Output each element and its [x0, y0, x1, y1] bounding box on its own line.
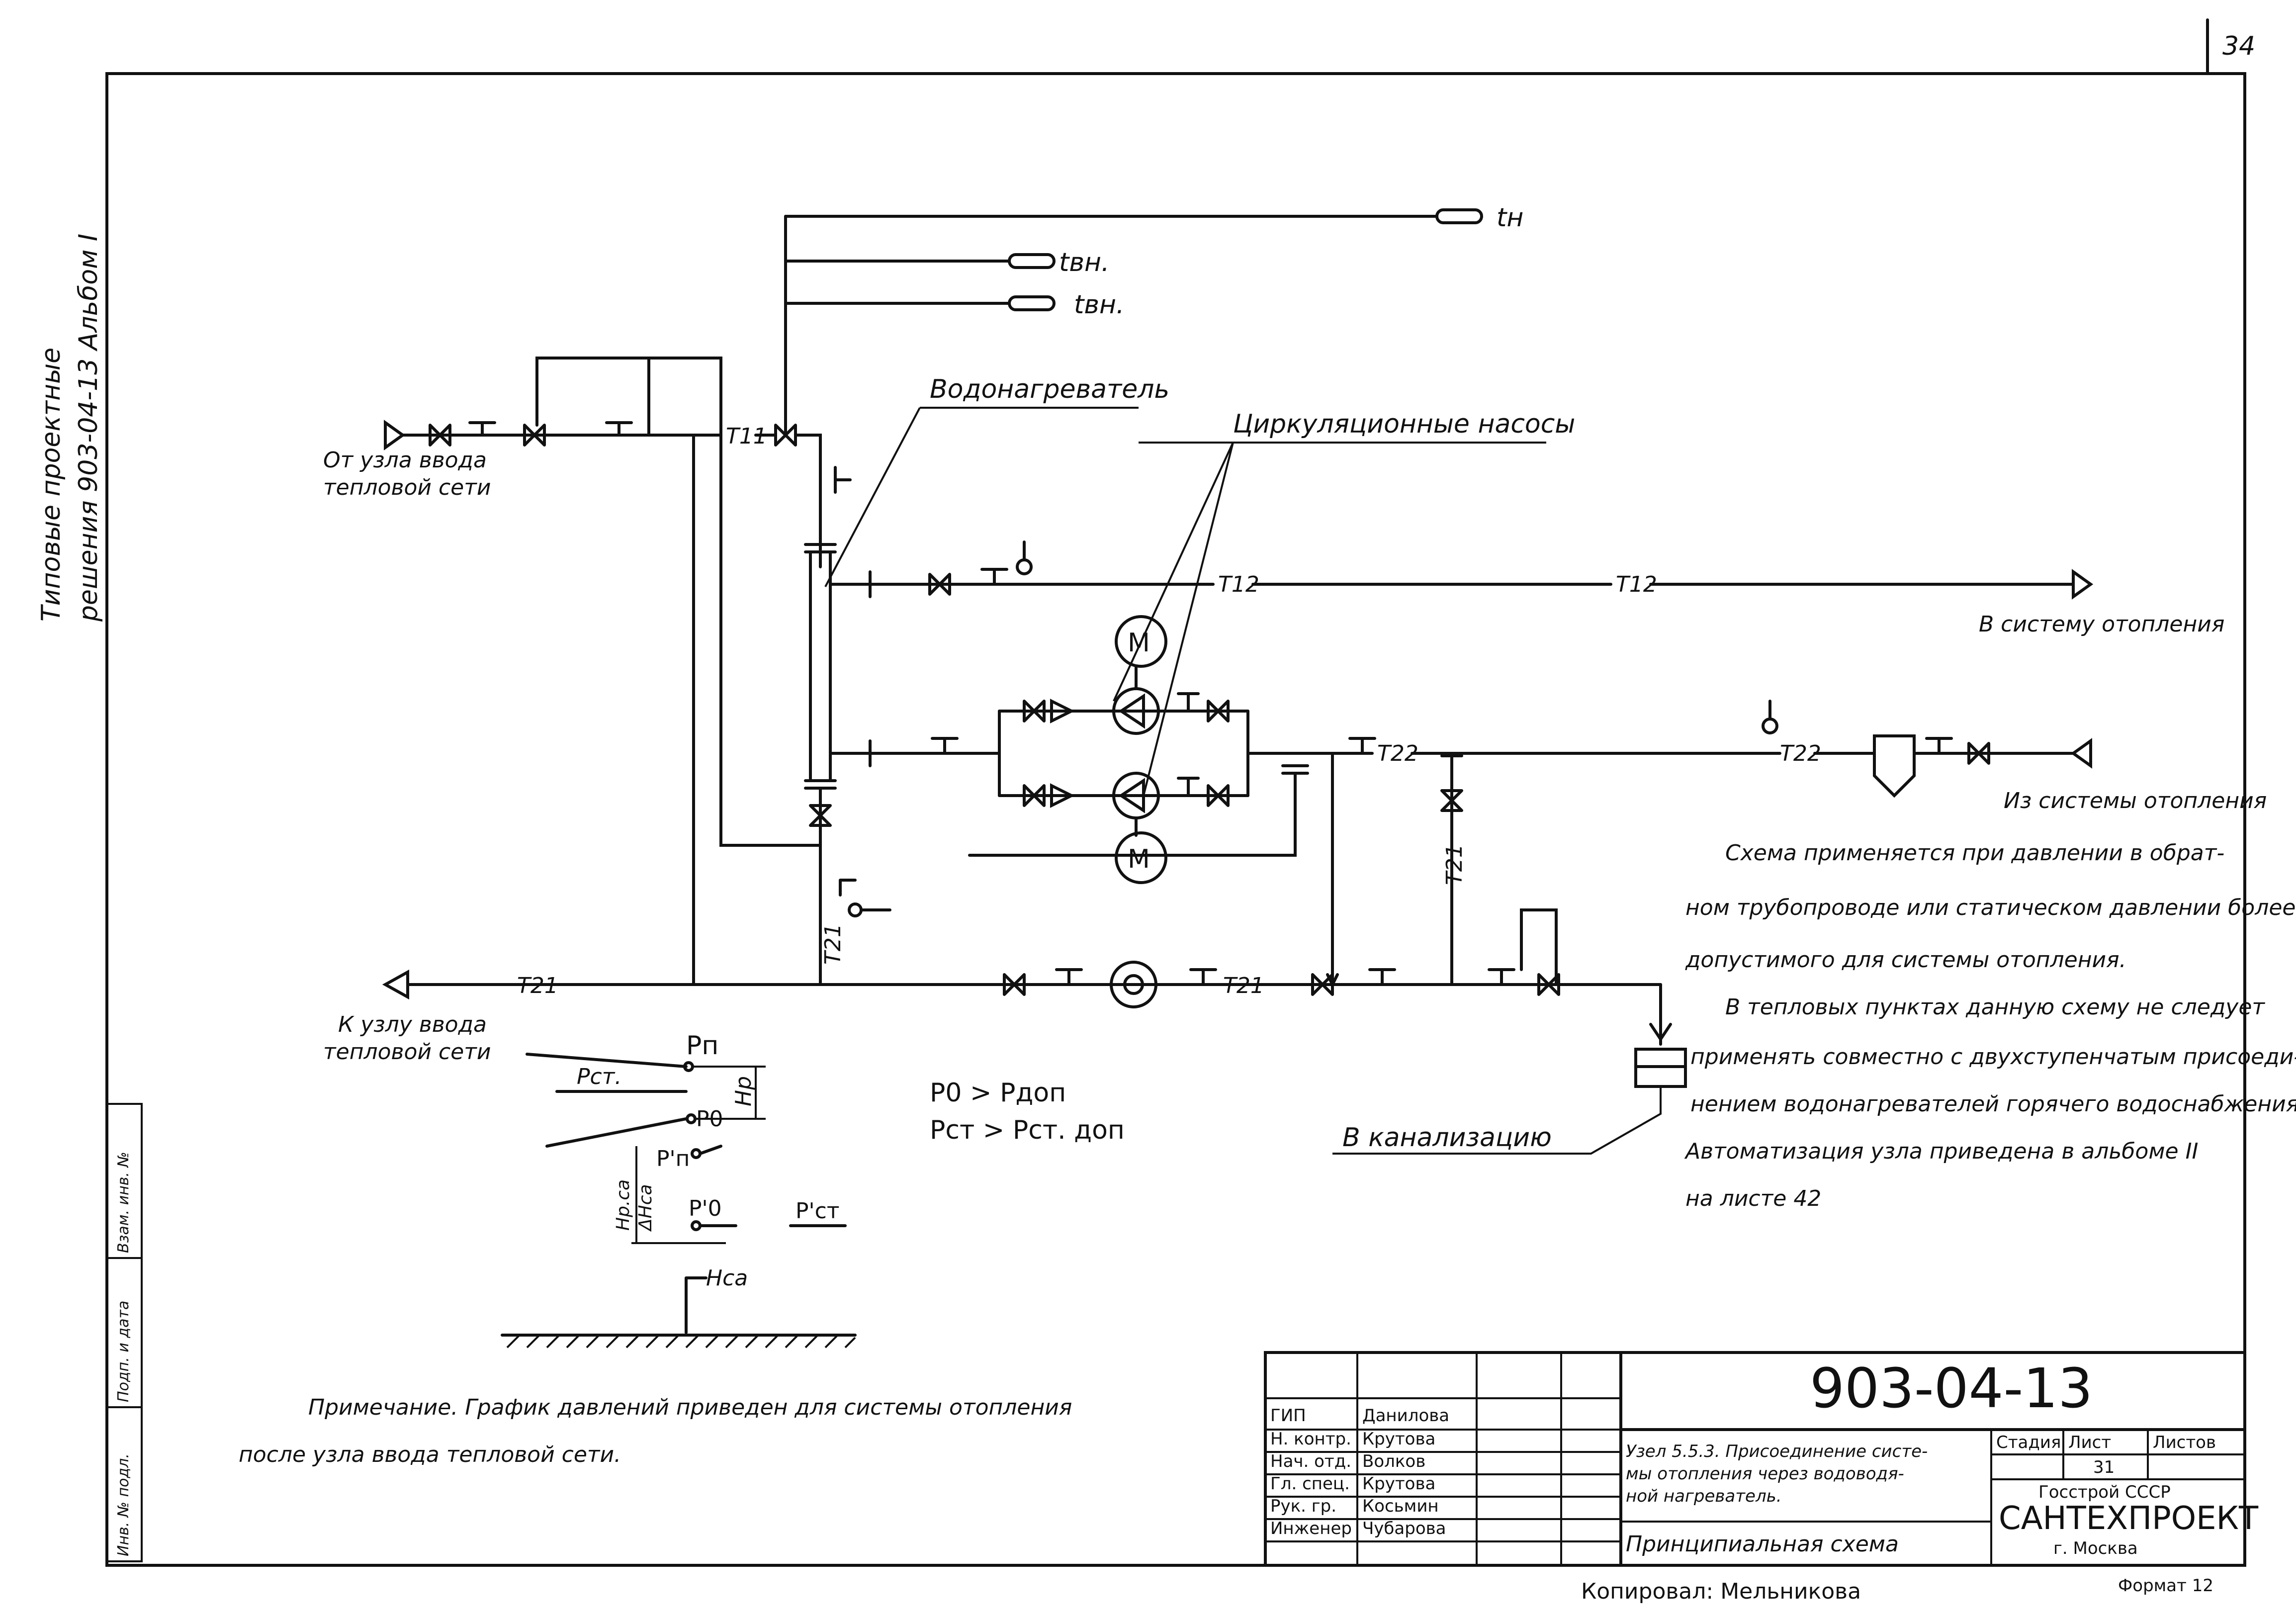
strainer-icon [1873, 734, 1916, 798]
chart-label-Hsa: Hса [706, 1265, 748, 1291]
supply-line-T12: Т12 Т12 В систему отопления [829, 541, 2224, 637]
pressure-chart: Pп Pст. P0 Hр P'п Hр.са ΔHса P'0 P'ст Hс… [501, 1031, 857, 1349]
indoor-temp-sensor-icon-1 [1008, 253, 1056, 269]
name-5: Косьмин [1362, 1496, 1439, 1516]
page-number: 34 [2222, 31, 2255, 61]
name-3: Волков [1362, 1451, 1425, 1471]
side-title-line1: Типовые проектные [36, 348, 66, 622]
label-heater: Водонагреватель [930, 374, 1169, 404]
thermometer-icon-1 [1016, 558, 1033, 575]
description-line-7: Автоматизация узла приведена в альбоме I… [1684, 1139, 2199, 1164]
label-T21d: Т21 [1223, 973, 1264, 998]
water-heater-icon [809, 550, 832, 782]
format-label: Формат 12 [2118, 1576, 2213, 1596]
drawing-code: 903-04-13 [1810, 1356, 2093, 1420]
drawing-frame [105, 72, 2246, 1567]
description-line-8: на листе 42 [1685, 1186, 1821, 1211]
outdoor-temp-sensor-icon [1435, 208, 1483, 224]
thermometer-icon-2 [1762, 718, 1778, 734]
chart-label-Hp: Hр [731, 1076, 756, 1106]
stamp-sign: Подп. и дата [115, 1301, 132, 1402]
title-block: ГИП Данилова Н. контр. Крутова Нач. отд.… [1264, 1351, 2259, 1567]
label-T21b: Т21 [1442, 844, 1467, 885]
stage-header: Стадия [1996, 1433, 2061, 1452]
note-line-1: Примечание. График давлений приведен для… [308, 1395, 1072, 1420]
title-desc-2: мы отопления через водоводя- [1626, 1464, 1904, 1484]
water-heater: Водонагреватель Т21 [804, 374, 1169, 986]
org-line-3: г. Москва [2053, 1538, 2138, 1558]
description-line-5: применять совместно с двухступенчатым пр… [1690, 1044, 2296, 1070]
label-from-inlet-1: От узла ввода [323, 448, 487, 473]
chart-label-P01: P'0 [689, 1196, 722, 1221]
label-from-inlet-2: тепловой сети [323, 475, 491, 500]
temperature-sensors: tн tвн. tвн. [784, 203, 1523, 434]
return-line-T21: Т21 Т21 В канализацию К узлу ввода тепло… [323, 908, 1687, 1155]
label-motor-1: М [1128, 628, 1150, 658]
indoor-temp-sensor-icon-2 [1008, 295, 1056, 311]
description-line-2: ном трубопроводе или статическом давлени… [1685, 895, 2296, 920]
label-to-inlet-1: К узлу ввода [338, 1012, 487, 1037]
copied-by: Копировал: Мельникова [1581, 1579, 1861, 1604]
note-line-2: после узла ввода тепловой сети. [239, 1442, 621, 1467]
role-4: Гл. спец. [1270, 1474, 1350, 1494]
org-line-2: САНТЕХПРОЕКТ [1999, 1500, 2259, 1537]
formula-2: Pст > Pст. доп [930, 1115, 1125, 1145]
supply-line-T11: Т11 От узла ввода тепловой сети [323, 357, 852, 568]
label-T21a: Т21 [820, 923, 846, 965]
sheets-header: Листов [2153, 1433, 2216, 1452]
label-pumps: Циркуляционные насосы [1233, 409, 1575, 439]
chart-label-dHsa: ΔHса [635, 1184, 656, 1232]
label-from-heating: Из системы отопления [2004, 788, 2267, 813]
role-5: Рук. гр. [1270, 1496, 1336, 1516]
role-1: ГИП [1270, 1406, 1306, 1426]
description: Схема применяется при давлении в обрат- … [1684, 840, 2296, 1211]
motor-icon-2 [1115, 831, 1167, 884]
chart-label-Pn1: P'п [656, 1146, 690, 1172]
side-title-line2: решения 903-04-13 Альбом I [74, 234, 103, 622]
stamp-replace: Взам. инв. № [115, 1152, 132, 1253]
label-motor-2: М [1128, 844, 1150, 874]
name-2: Крутова [1362, 1429, 1435, 1449]
title-desc-1: Узел 5.5.3. Присоединение систе- [1626, 1442, 1928, 1461]
chart-label-Pst: Pст. [577, 1064, 621, 1089]
title-desc-3: ной нагреватель. [1626, 1486, 1782, 1506]
label-to-inlet-2: тепловой сети [323, 1039, 491, 1065]
name-1: Данилова [1362, 1406, 1449, 1426]
water-meter-icon [1110, 961, 1157, 1008]
pump-group: М М [829, 615, 1289, 884]
label-t-vn-1: tвн. [1059, 248, 1110, 277]
role-6: Инженер [1270, 1519, 1352, 1538]
name-6: Чубарова [1362, 1519, 1446, 1538]
chart-label-Pst1: P'ст [795, 1198, 839, 1224]
description-line-1: Схема применяется при давлении в обрат- [1725, 840, 2224, 866]
label-t-n: tн [1497, 203, 1523, 233]
motor-icon-1 [1115, 615, 1167, 668]
sheet-value: 31 [2093, 1457, 2115, 1477]
role-3: Нач. отд. [1270, 1451, 1351, 1471]
formula-1: P0 > Pдоп [930, 1078, 1066, 1108]
title-schema: Принципиальная схема [1626, 1532, 1899, 1557]
org-line-1: Госстрой СССР [2038, 1482, 2171, 1502]
role-2: Н. контр. [1270, 1429, 1351, 1449]
label-t-vn-2: tвн. [1074, 290, 1125, 320]
stamp-inv: Инв. № подл. [115, 1453, 132, 1556]
chart-label-Pn: Pп [686, 1031, 718, 1061]
description-line-6: нением водонагревателей горячего водосна… [1690, 1091, 2296, 1117]
description-line-4: В тепловых пунктах данную схему не следу… [1725, 994, 2265, 1020]
description-line-3: допустимого для системы отопления. [1685, 947, 2126, 973]
chart-label-Hpsa: Hр.са [613, 1179, 633, 1231]
sheet-header: Лист [2068, 1433, 2111, 1452]
label-T21c: Т21 [517, 973, 558, 998]
left-stamp: Инв. № подл. Подп. и дата Взам. инв. № [106, 1103, 143, 1562]
name-4: Крутова [1362, 1474, 1435, 1494]
label-sewer: В канализацию [1342, 1123, 1552, 1153]
label-to-heating: В систему отопления [1979, 612, 2224, 637]
